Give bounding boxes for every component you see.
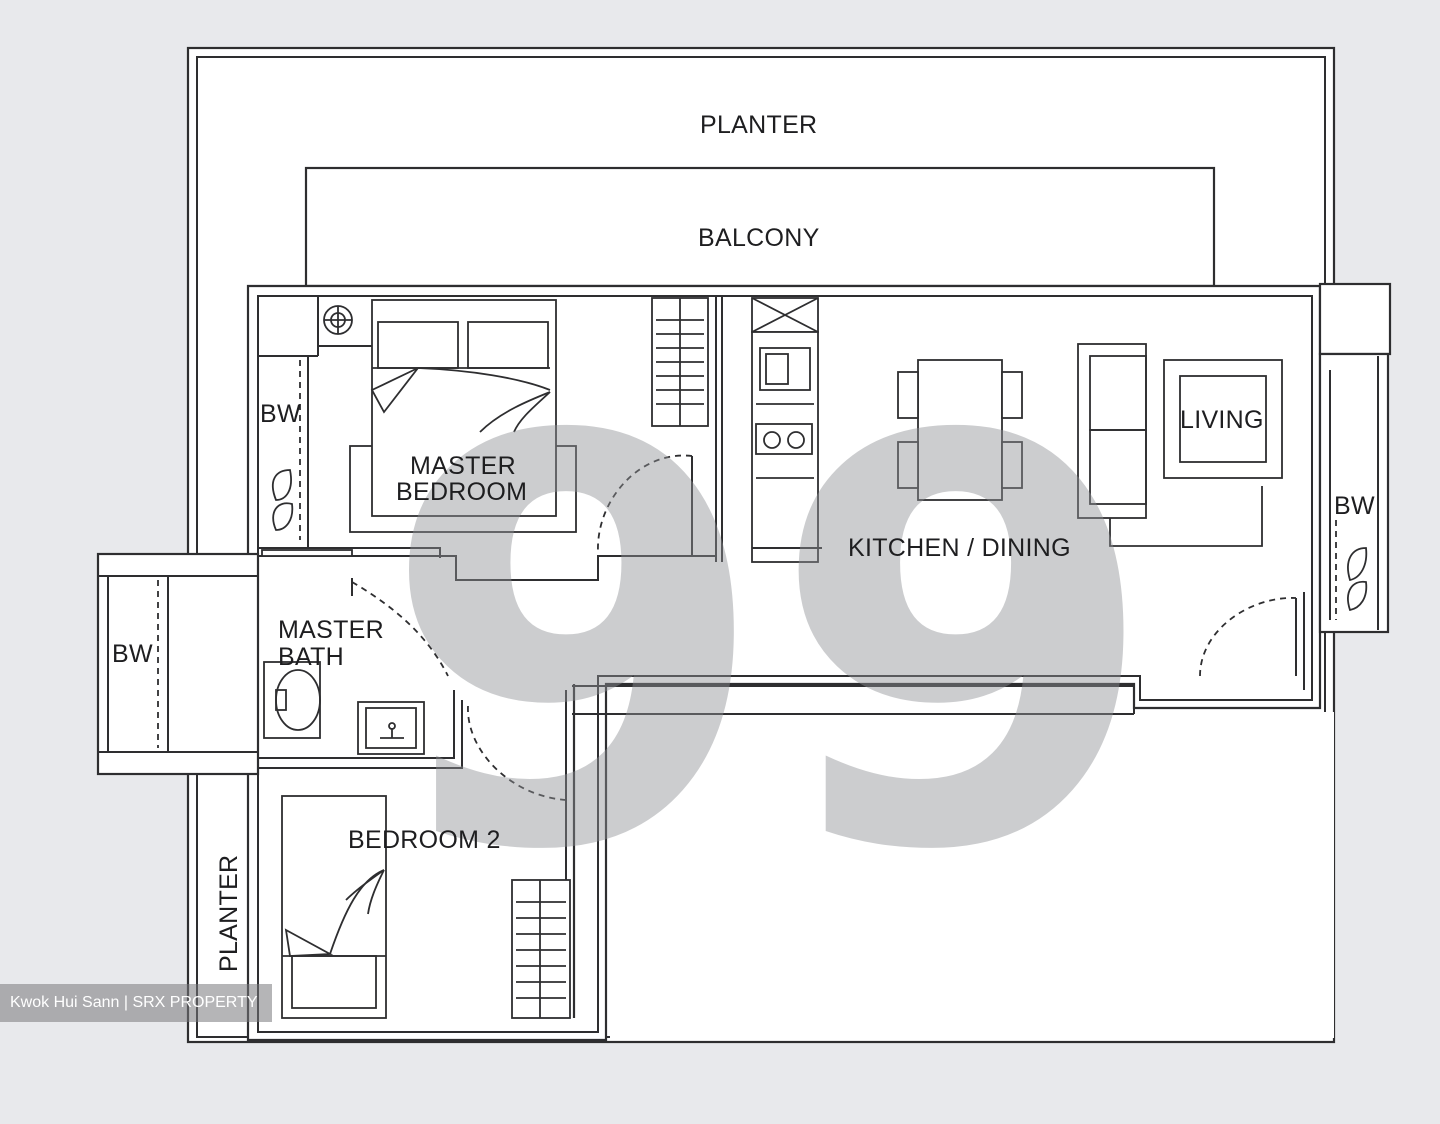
bedroom2-bed bbox=[281, 795, 387, 1019]
balcony-area bbox=[304, 166, 1216, 288]
entrance-door-swing bbox=[1199, 597, 1297, 677]
master-door-swing bbox=[597, 454, 693, 553]
label-kitchen-dining: KITCHEN / DINING bbox=[848, 534, 1071, 562]
label-master-bath-2: BATH bbox=[278, 643, 344, 671]
wardrobe-master bbox=[651, 297, 709, 427]
dining-table bbox=[897, 359, 1023, 501]
kitchen-counter bbox=[751, 297, 822, 563]
label-planter-side: PLANTER bbox=[215, 855, 243, 972]
label-bw-living: BW bbox=[1334, 492, 1375, 520]
label-bedroom-2: BEDROOM 2 bbox=[348, 826, 501, 854]
label-planter-top: PLANTER bbox=[700, 111, 817, 139]
label-master-bedroom-1: MASTER bbox=[410, 452, 516, 480]
watermark-99: 99 bbox=[380, 321, 1159, 973]
label-balcony: BALCONY bbox=[698, 224, 820, 252]
bedroom2-door-swing bbox=[467, 705, 567, 801]
bay-window-living bbox=[1318, 282, 1392, 634]
label-master-bedroom-2: BEDROOM bbox=[396, 478, 527, 506]
label-bw-left: BW bbox=[112, 640, 153, 668]
label-living: LIVING bbox=[1180, 406, 1264, 434]
master-bed bbox=[323, 299, 577, 533]
label-bw-master: BW bbox=[260, 400, 301, 428]
bay-window-left bbox=[96, 552, 260, 776]
interior-walls bbox=[258, 296, 723, 769]
wardrobe-bedroom2 bbox=[511, 879, 571, 1019]
label-master-bath-1: MASTER bbox=[278, 616, 384, 644]
photo-credit: Kwok Hui Sann | SRX PROPERTY bbox=[0, 984, 272, 1022]
curtain-marks bbox=[271, 469, 1368, 612]
bath-fixtures bbox=[263, 578, 449, 755]
living-furniture bbox=[1077, 343, 1283, 547]
